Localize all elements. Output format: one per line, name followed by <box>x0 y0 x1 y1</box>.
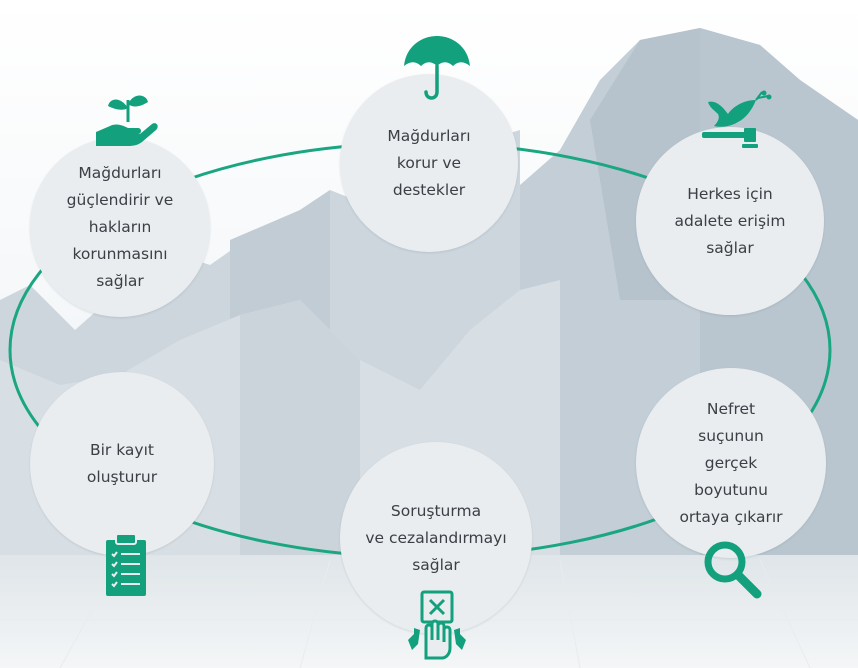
umbrella-icon <box>404 36 470 100</box>
node-record-label: Bir kayıt oluşturur <box>86 441 158 486</box>
node-protect-victims: Mağdurları korur ve destekler <box>340 74 518 252</box>
node-protect-label: Mağdurları korur ve destekler <box>387 126 471 199</box>
hand-plant-icon <box>96 95 158 146</box>
node-prosecute-label: Soruşturma ve cezalandırmayı sağlar <box>365 501 507 574</box>
node-creates-record: Bir kayıt oluşturur <box>30 372 214 556</box>
node-justice-label: Herkes için adalete erişim sağlar <box>674 184 786 257</box>
hand-vote-icon <box>408 590 466 660</box>
node-reveal-true-extent: Nefret suçunun gerçek boyutunu ortaya çı… <box>636 368 826 558</box>
node-reveal-label: Nefret suçunun gerçek boyutunu ortaya çı… <box>679 399 783 526</box>
node-access-to-justice: Herkes için adalete erişim sağlar <box>636 127 824 315</box>
magnifier-icon <box>704 541 762 599</box>
dove-gavel-icon <box>702 90 772 148</box>
node-empower-victims: Mağdurları güçlendirir ve hakların korun… <box>30 137 210 317</box>
node-empower-label: Mağdurları güçlendirir ve hakların korun… <box>66 163 174 290</box>
clipboard-icon <box>106 533 146 596</box>
